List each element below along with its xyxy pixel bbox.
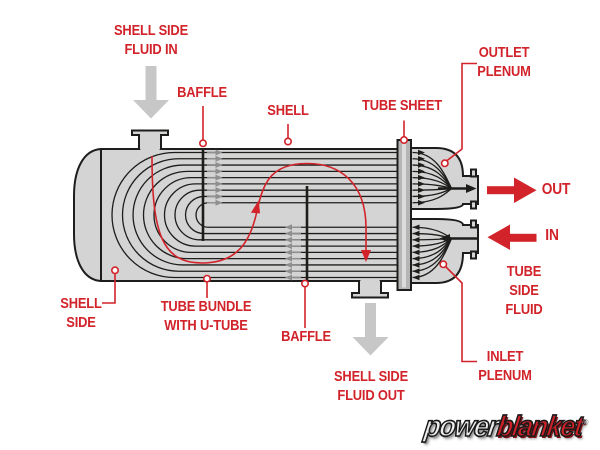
outlet-nozzle-opening [360,278,380,284]
label-shell-side: SHELL SIDE [60,295,102,331]
inlet-nozzle-opening [140,146,160,152]
tube-flow-arrows [207,149,301,281]
tube-out-arrow [438,184,477,193]
shell-outlet-nozzle [351,281,389,299]
shell-fluid-in-arrow [133,66,169,119]
shell-fluid-out-arrow [352,303,389,356]
shell-inlet-nozzle [131,129,169,149]
label-baffle-bottom: BAFFLE [281,328,331,345]
leader-lines [102,62,477,363]
plenum-arrowheads [412,149,425,281]
label-shell-side-fluid-out: SHELL SIDE FLUID OUT [333,368,409,404]
logo-word-power: power [421,410,500,444]
u-tube-bundle [111,151,398,279]
shell-end-cap [73,147,102,283]
leader-dots [111,136,449,288]
label-tube-sheet: TUBE SHEET [362,97,442,114]
powerblanket-logo: powerblanket® [421,410,589,444]
out-arrow [487,177,537,203]
in-arrow [487,224,537,250]
shell-flow-arrowhead-down [361,250,371,262]
shell-flow-arrowhead-up [250,200,261,214]
label-out: OUT [541,181,571,198]
label-shell: SHELL [267,102,309,119]
tube-sheet-highlight [402,142,406,288]
label-in: IN [545,227,559,244]
label-outlet-plenum: OUTLET PLENUM [477,44,531,80]
logo-word-blanket: blanket [494,410,585,444]
label-tube-side-fluid: TUBE SIDE FLUID [505,263,543,318]
label-tube-bundle: TUBE BUNDLE WITH U-TUBE [160,298,252,334]
tube-in-arrow [439,234,478,243]
label-inlet-plenum: INLET PLENUM [478,348,532,384]
label-shell-side-fluid-in: SHELL SIDE FLUID IN [113,22,189,58]
nozzle-flanges [470,168,477,260]
label-baffle-top: BAFFLE [177,84,227,101]
